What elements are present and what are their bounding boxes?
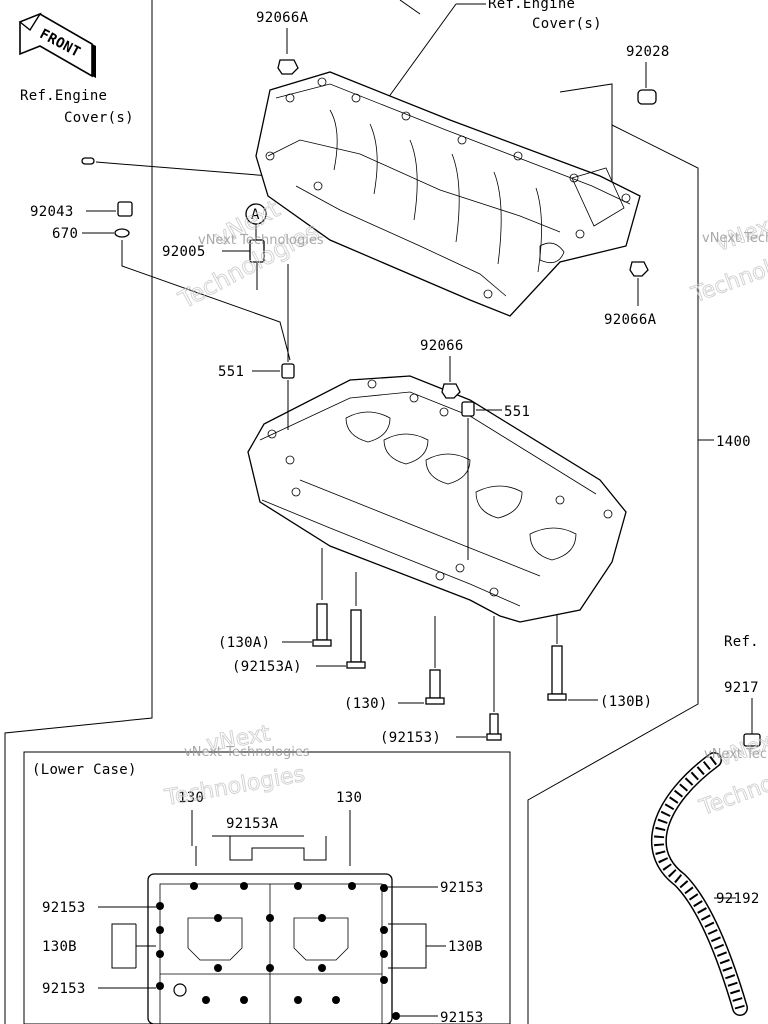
label-92066A-right: 92066A — [604, 312, 657, 328]
upper-crankcase — [255, 71, 641, 317]
dowel-pin-icon — [81, 157, 95, 165]
bolt-92153A: (92153A) — [232, 572, 366, 675]
lower-crankcase-bearing-saddles — [345, 411, 577, 561]
lower-case-inset: (Lower Case) 130 130 92153A — [32, 762, 484, 1024]
callout-A-label: A — [251, 207, 260, 223]
watermark-caption: vNext Technologies — [184, 745, 310, 760]
label-lc-92153-left-2: 92153 — [42, 981, 86, 997]
bolt-130B: (130B) — [547, 614, 652, 710]
label-130A: (130A) — [218, 635, 270, 651]
lower-crankcase-bolt-holes — [267, 379, 613, 597]
lower-crankcase — [247, 375, 627, 623]
o-ring-icon — [114, 228, 130, 238]
label-9217: 9217 — [724, 680, 759, 696]
bolt-icon — [551, 645, 563, 695]
bolt-130: (130) — [344, 616, 445, 712]
part-92028: 92028 — [626, 44, 670, 105]
label-92153A-mid: (92153A) — [232, 659, 302, 675]
dowel-pin-icon — [461, 401, 475, 417]
label-92153-mid: (92153) — [380, 730, 441, 746]
ref-engine-cover-top: Ref.Engine Cover(s) — [387, 0, 602, 99]
part-92005: 92005 A — [162, 203, 267, 290]
label-lc-92153A: 92153A — [226, 816, 279, 832]
upper-crankcase-bearing-webs — [329, 109, 542, 273]
clamp-icon — [743, 733, 761, 747]
part-92043: 92043 — [30, 201, 133, 220]
nut-icon — [629, 261, 649, 277]
label-lc-130B-left: 130B — [42, 939, 77, 955]
watermark-caption: vNext Technologies — [198, 233, 324, 248]
label-92005: 92005 — [162, 244, 206, 260]
label-lc-92153-left-1: 92153 — [42, 900, 86, 916]
part-670: 670 — [52, 226, 291, 361]
label-lc-130B-right: 130B — [448, 939, 483, 955]
label-92192: 92192 — [716, 891, 760, 907]
collar-icon — [117, 201, 133, 217]
bolt-icon — [350, 609, 362, 663]
ref-engine-cover-left-line1: Ref.Engine — [20, 88, 107, 104]
label-lc-92153-right-1: 92153 — [440, 880, 484, 896]
label-551-right: 551 — [504, 404, 530, 420]
label-1400: 1400 — [716, 434, 751, 450]
ref-engine-cover-top-line2: Cover(s) — [532, 16, 602, 32]
watermark-word: Technologies — [162, 762, 307, 811]
watermark-caption: vNext Technologies — [704, 747, 768, 762]
bolt-icon — [316, 603, 328, 641]
label-92043: 92043 — [30, 204, 74, 220]
label-lc-130-left: 130 — [178, 790, 204, 806]
lower-case-title: (Lower Case) — [32, 762, 137, 778]
ref-engine-cover-top-line1: Ref.Engine — [488, 0, 575, 12]
part-92066A-top: 92066A — [256, 10, 309, 75]
label-551-left: 551 — [218, 364, 244, 380]
label-130B-mid: (130B) — [600, 694, 652, 710]
part-92066: 92066 — [420, 338, 464, 399]
label-92066: 92066 — [420, 338, 464, 354]
part-92066A-right: 92066A — [604, 261, 657, 328]
nut-icon — [441, 383, 461, 399]
label-lc-130-right: 130 — [336, 790, 362, 806]
front-direction-badge: FRONT — [18, 12, 96, 78]
bolt-130A: (130A) — [218, 548, 332, 651]
label-92066A-top: 92066A — [256, 10, 309, 26]
nut-icon — [277, 59, 299, 75]
bolt-icon — [429, 669, 441, 699]
plug-icon — [637, 89, 657, 105]
lower-case-bolt-heads — [156, 882, 400, 1020]
bolt-icon — [489, 713, 499, 737]
watermark-caption: vNext Technologies — [702, 231, 768, 246]
part-551-left: 551 — [218, 264, 295, 430]
dowel-pin-icon — [281, 363, 295, 379]
frame-lines — [4, 0, 714, 1024]
bolt-92153: (92153) — [380, 616, 502, 746]
label-92028: 92028 — [626, 44, 670, 60]
label-670: 670 — [52, 226, 78, 242]
label-130-mid: (130) — [344, 696, 388, 712]
part-551-right: 551 — [461, 401, 530, 560]
ref-engine-cover-left-line2: Cover(s) — [64, 110, 134, 126]
ref-engine-cover-left: Ref.Engine Cover(s) — [20, 88, 271, 177]
breather-hose: 9217 92192 — [650, 680, 761, 1016]
label-lc-92153-right-2: 92153 — [440, 1010, 484, 1024]
ref-right-label: Ref. — [724, 634, 759, 650]
